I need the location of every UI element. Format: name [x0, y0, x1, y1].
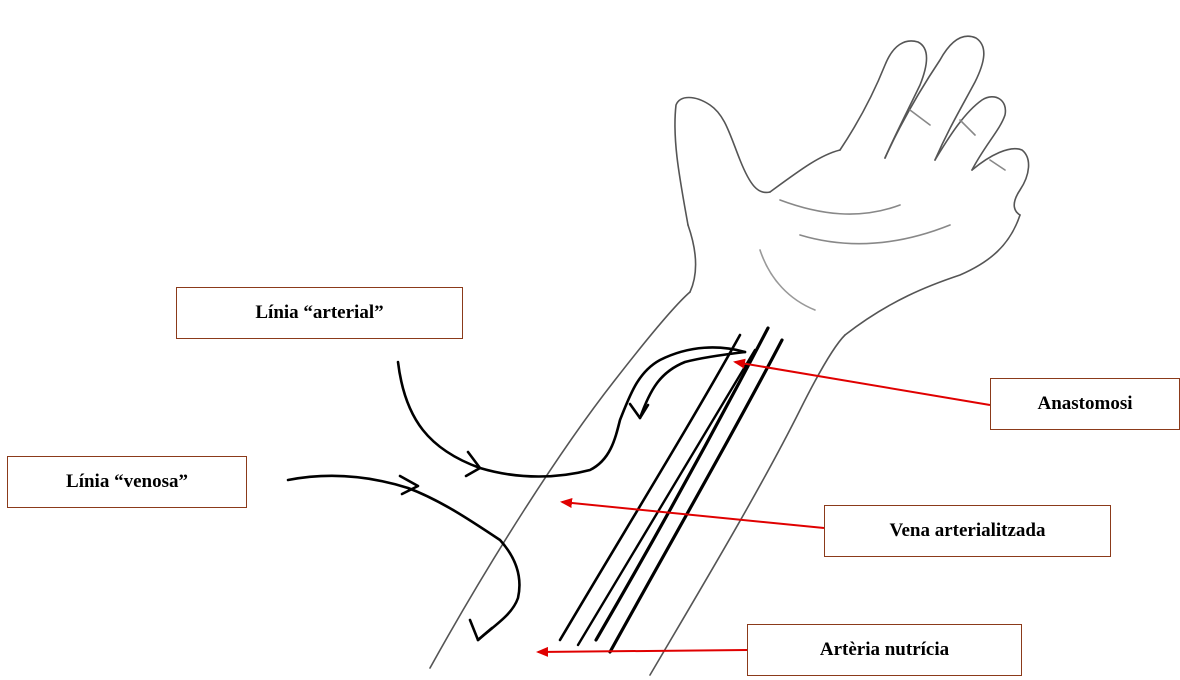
arterial-line-text: Línia “arterial”	[255, 302, 383, 324]
nutrient-artery-text: Artèria nutrícia	[820, 639, 949, 661]
anastomosis-label: Anastomosi	[990, 378, 1180, 430]
arterial-line-label: Línia “arterial”	[176, 287, 463, 339]
venous-line-text: Línia “venosa”	[66, 471, 188, 493]
venous-line-curve	[288, 476, 519, 640]
arterialized-vein-text: Vena arterialitzada	[889, 520, 1045, 542]
venous-line-label: Línia “venosa”	[7, 456, 247, 508]
arterialized-vein-label: Vena arterialitzada	[824, 505, 1111, 557]
nutrient-artery-pointer	[538, 650, 747, 652]
nutrient-artery-label: Artèria nutrícia	[747, 624, 1022, 676]
anastomosis-text: Anastomosi	[1037, 393, 1132, 415]
vessels	[560, 328, 782, 652]
arterial-line-curve	[398, 347, 745, 476]
anastomosis-pointer	[735, 362, 990, 405]
